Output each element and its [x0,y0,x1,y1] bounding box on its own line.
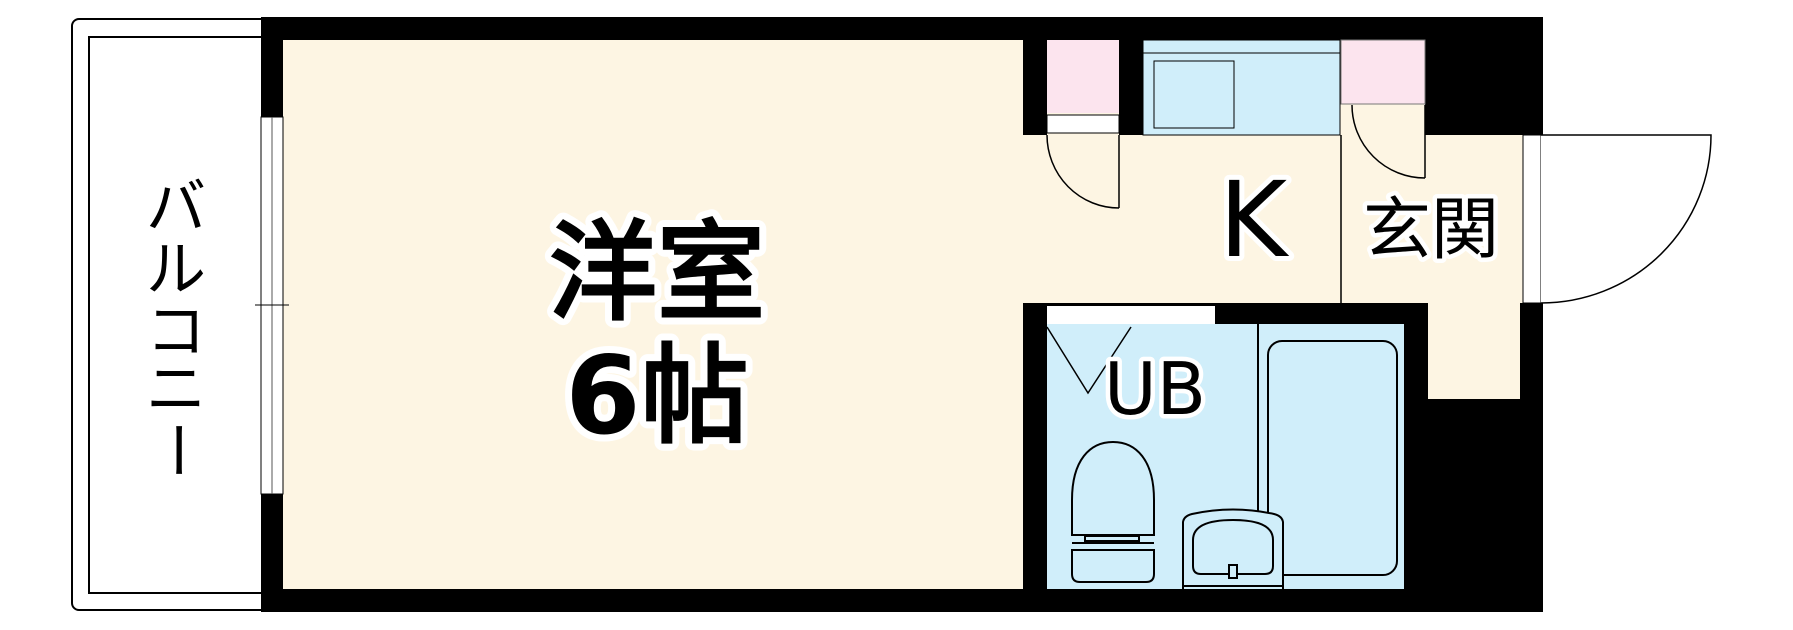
balcony-label-char: ニ [146,355,206,425]
balcony-label-char: コ [146,297,206,367]
entrance-door[interactable] [1522,134,1712,304]
toilet [1071,440,1155,583]
shoe-closet-door-swing [1351,104,1426,179]
balcony-label-char: ー [141,420,211,480]
entrance [1340,104,1523,399]
unit-bath [1023,303,1428,612]
balcony [71,18,273,611]
kitchen-counter [1142,39,1341,136]
unit-bath-label: UB [1104,347,1206,431]
bath-door-opening [1047,306,1215,324]
kitchen-sink [1153,60,1235,129]
balcony-window[interactable] [255,116,289,495]
western-room-label: 洋室 [549,211,765,336]
entrance-label: 玄関 [1363,191,1499,270]
balcony-label: バ ル コ ニ ー [141,173,211,480]
bathtub [1267,340,1398,576]
wall-column-left [1023,40,1047,135]
closet-door-swing [1046,134,1120,209]
balcony-label-char: ル [146,235,206,305]
closet [1046,40,1120,134]
bath-door-swing [1046,326,1132,395]
washbasin [1182,508,1284,589]
kitchen-floor [1023,135,1341,303]
wall-column-mid [1119,40,1143,135]
balcony-label-char: バ [146,173,206,243]
western-room-size-label: 6帖 [565,334,748,459]
kitchen-label: K [1219,159,1290,281]
shoe-closet [1340,39,1426,105]
